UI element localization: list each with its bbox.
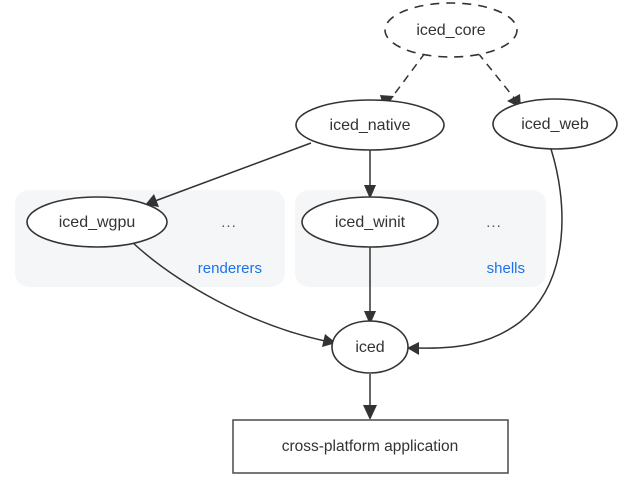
edge-iced_native-to-iced_winit <box>364 150 376 199</box>
arrow-head-icon <box>145 194 159 207</box>
edge-line <box>477 52 516 100</box>
node-iced_wgpu-shape[interactable] <box>26 196 168 248</box>
node-iced_web-shape[interactable] <box>492 98 618 150</box>
edge-iced_web-to-iced <box>407 148 563 355</box>
arrow-head-icon <box>407 342 419 355</box>
node-app-label: cross-platform application <box>282 438 459 455</box>
cluster-shells-label: shells <box>487 260 525 277</box>
node-iced_native-label: iced_native <box>330 117 411 134</box>
node-iced_core[interactable]: iced_core <box>384 2 518 58</box>
node-iced_winit-shape[interactable] <box>301 196 439 248</box>
node-app-shape[interactable] <box>232 419 509 474</box>
edge-line <box>154 142 312 202</box>
node-iced_wgpu[interactable]: iced_wgpu <box>26 196 168 248</box>
edge-iced_winit-to-iced <box>364 247 376 325</box>
node-iced_core-shape[interactable] <box>384 2 518 58</box>
edge-line <box>417 148 563 349</box>
node-iced-shape[interactable] <box>331 320 409 374</box>
node-iced_winit-label: iced_winit <box>335 214 406 231</box>
node-iced_native-shape[interactable] <box>295 99 445 151</box>
arrow-head-icon <box>363 405 377 420</box>
node-iced_native[interactable]: iced_native <box>295 99 445 151</box>
node-iced_web-label: iced_web <box>521 116 589 133</box>
cluster-shells-ellipsis: ... <box>486 214 502 231</box>
arrow-head-icon <box>364 185 376 199</box>
edge-line <box>389 52 426 101</box>
edge-iced_core-to-iced_web <box>477 52 521 108</box>
cluster-renderers-ellipsis: ... <box>221 214 237 231</box>
node-cross-platform-application[interactable]: cross-platform application <box>232 419 509 474</box>
node-iced_web[interactable]: iced_web <box>492 98 618 150</box>
cluster-renderers-label: renderers <box>198 260 262 277</box>
arrow-head-icon <box>364 311 376 325</box>
edge-iced_native-to-iced_wgpu <box>145 142 312 207</box>
node-iced_winit[interactable]: iced_winit <box>301 196 439 248</box>
node-iced[interactable]: iced <box>331 320 409 374</box>
node-iced-label: iced <box>355 339 384 356</box>
edge-iced-to-app <box>363 374 377 420</box>
edge-line <box>131 241 326 342</box>
node-iced_wgpu-label: iced_wgpu <box>59 214 136 231</box>
node-iced_core-label: iced_core <box>416 22 485 39</box>
